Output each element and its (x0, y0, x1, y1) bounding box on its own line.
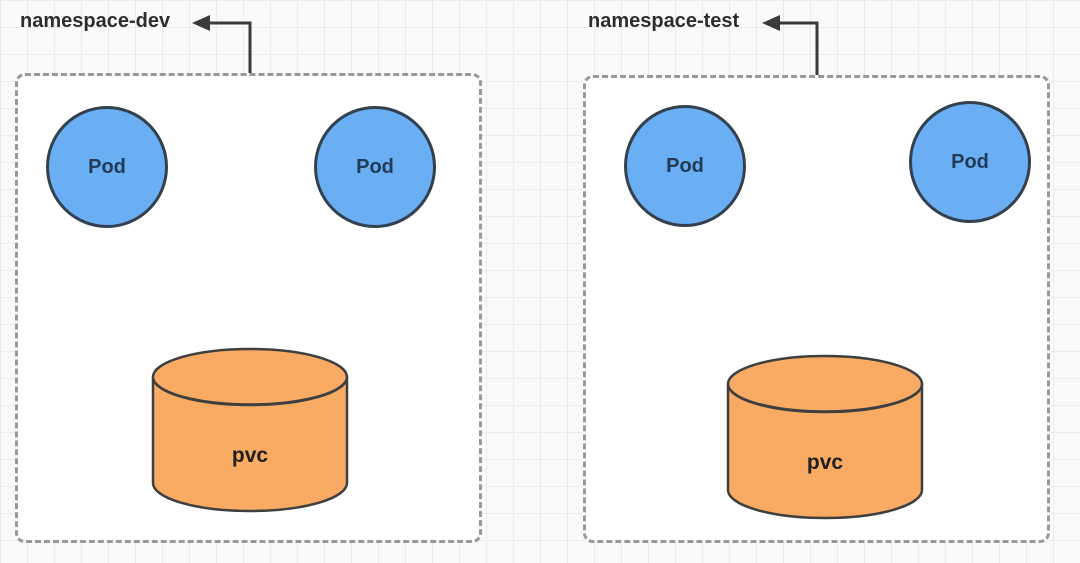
pod-label: Pod (951, 150, 989, 173)
pod-shape: Pod (46, 106, 168, 228)
pod-shape: Pod (314, 106, 436, 228)
namespace-dev-arrow-icon (192, 15, 252, 73)
namespace-test-arrow-icon (762, 15, 819, 75)
pod-shape: Pod (909, 101, 1031, 223)
pod-shape: Pod (624, 105, 746, 227)
namespace-test-label: namespace-test (588, 10, 740, 32)
pvc-label: pvc (231, 443, 269, 467)
cylinder-icon (726, 354, 924, 520)
pvc-label: pvc (806, 450, 844, 474)
pod-label: Pod (356, 155, 394, 178)
pod-label: Pod (666, 154, 704, 177)
pod-label: Pod (88, 155, 126, 178)
namespace-dev-label: namespace-dev (20, 10, 171, 32)
cylinder-icon (151, 347, 349, 513)
pvc-cylinder: pvc (150, 345, 350, 515)
pvc-cylinder: pvc (725, 352, 925, 522)
